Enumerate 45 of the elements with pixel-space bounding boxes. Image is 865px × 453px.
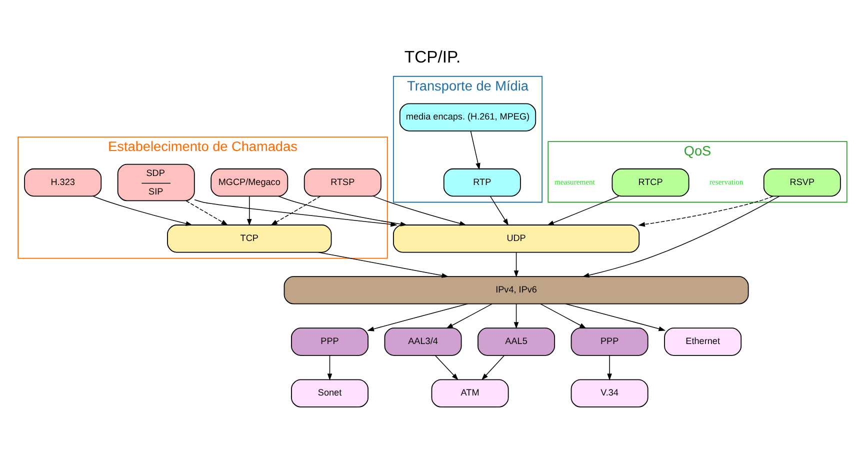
- diagram-title: TCP/IP.: [404, 47, 461, 66]
- node-box: Ethernet: [664, 328, 742, 356]
- arrow: [470, 130, 480, 170]
- arrow: [540, 304, 586, 329]
- arrow: [514, 252, 519, 278]
- node-box: AAL5: [478, 328, 556, 356]
- arrow: [367, 303, 468, 332]
- node-box: RSVP: [763, 168, 841, 197]
- arrow: [490, 196, 509, 226]
- node-box: IPv4, IPv6: [284, 276, 749, 304]
- arrow: [92, 196, 193, 226]
- node-box: MGCP/Megaco: [210, 168, 288, 197]
- arrow: [582, 196, 780, 278]
- node-box: UDP: [393, 224, 640, 253]
- arrow: [446, 304, 492, 329]
- arrow: [481, 355, 505, 380]
- arrow: [246, 196, 252, 226]
- node-label: measurement: [554, 177, 595, 186]
- node-box: RTP: [443, 168, 521, 197]
- node-label: reservation: [709, 177, 744, 186]
- node-box: PPP: [291, 328, 368, 356]
- node-box: V.34: [570, 379, 648, 408]
- node-box: media encaps. (H.261, MPEG): [399, 103, 536, 132]
- node-box: RTCP: [612, 168, 690, 197]
- arrow: [547, 196, 620, 226]
- arrow: [186, 200, 228, 226]
- arrow: [318, 252, 449, 278]
- arrow: [372, 196, 466, 226]
- node-box: H.323: [24, 168, 102, 197]
- arrow: [435, 355, 458, 380]
- node-box: TCP: [167, 224, 332, 253]
- arrow: [565, 303, 666, 332]
- node-box: Sonet: [291, 379, 368, 408]
- node-box: AAL3/4: [384, 328, 462, 356]
- arrow: [194, 199, 398, 227]
- arrow: [278, 196, 408, 226]
- arrow: [607, 355, 612, 380]
- arrow: [514, 304, 519, 329]
- arrow: [638, 196, 774, 227]
- node-box: SDP SIP: [117, 164, 195, 202]
- arrow: [270, 196, 321, 226]
- arrow: [327, 355, 332, 380]
- node-box: RTSP: [304, 168, 382, 197]
- node-box: PPP: [570, 328, 648, 356]
- node-box: ATM: [431, 379, 509, 408]
